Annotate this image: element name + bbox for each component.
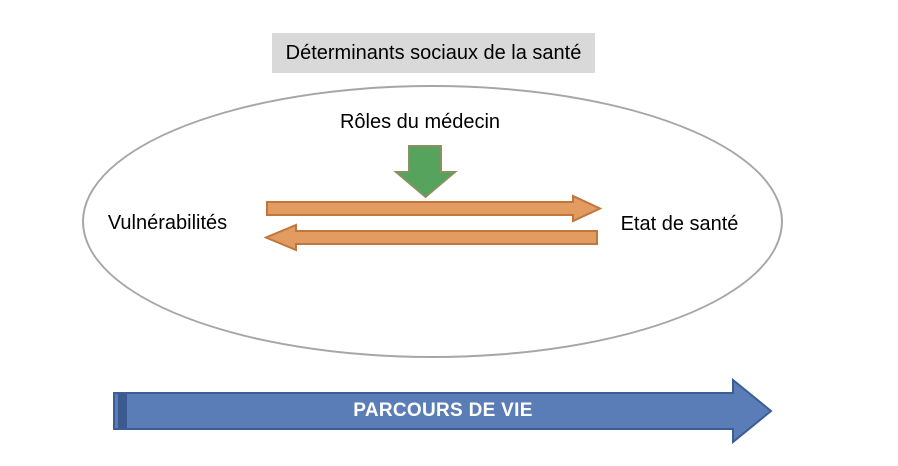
orange-right-arrow-icon xyxy=(266,194,603,223)
parcours-de-vie-label: PARCOURS DE VIE xyxy=(353,400,533,421)
green-down-arrow-icon xyxy=(393,145,458,199)
blue-right-arrow-icon xyxy=(113,378,773,444)
parcours-de-vie-arrow: PARCOURS DE VIE xyxy=(113,378,773,444)
orange-left-arrow-icon xyxy=(263,223,598,252)
roles-du-medecin-label: Rôles du médecin xyxy=(339,111,501,133)
vulnerabilites-label: Vulnérabilités xyxy=(107,212,228,234)
title-text: Déterminants sociaux de la santé xyxy=(285,41,582,64)
arrow-start-stripe xyxy=(118,394,127,428)
title-box: Déterminants sociaux de la santé xyxy=(272,33,595,73)
ellipse-boundary xyxy=(82,85,783,358)
etat-de-sante-label: Etat de santé xyxy=(620,213,739,235)
